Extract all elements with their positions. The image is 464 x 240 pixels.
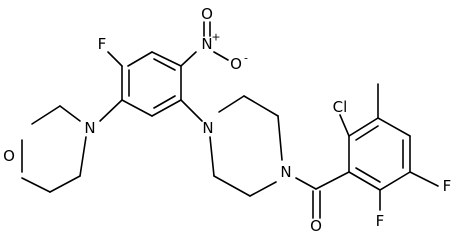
atom-nitrogen-piperazine-right: N [280, 163, 291, 181]
carbonyl-aryl-bond [315, 171, 350, 190]
pip-bond-2 [243, 95, 279, 117]
c-nnitro-bond [180, 51, 197, 67]
pip-bond-3 [277, 115, 283, 161]
ring2-bond-6-inner [355, 167, 381, 183]
morph-bond-4 [21, 177, 51, 193]
c-cl-bond [339, 114, 350, 137]
ring1-bond-2 [151, 51, 182, 67]
atom-fluorine-right: F [443, 177, 452, 195]
ring2-bond-2-inner [355, 125, 379, 141]
atom-labels: F O N N + O O - N N O Cl F F [3, 5, 451, 235]
ring1-bond-4 [151, 99, 182, 117]
c-f-bond [107, 51, 123, 67]
atom-nitrogen-morpholine: N [84, 119, 95, 137]
pip-bond-1 [218, 95, 245, 113]
nitro-n-o-right-bond [213, 51, 229, 61]
ring2-bond-5 [379, 171, 411, 191]
morph-bond-1 [59, 105, 81, 122]
atom-oxygen-carbonyl: O [310, 217, 322, 235]
pip-bond-4 [249, 181, 277, 197]
atom-fluorine-top: F [98, 35, 107, 53]
atom-nitrogen-nitro: N [201, 35, 212, 53]
ring1-bond-2-inner [153, 58, 176, 71]
morph-bond-6 [79, 136, 87, 177]
ring2-bond-6 [348, 171, 381, 191]
nitro-minus-charge: - [244, 52, 248, 65]
bonds [21, 21, 439, 219]
pip-bond-6 [209, 136, 215, 177]
atom-nitrogen-piperazine-left: N [202, 119, 213, 137]
atom-oxygen-morpholine: O [3, 147, 15, 165]
ring2-bond-3 [377, 117, 411, 137]
c-f-right-bond [409, 171, 439, 187]
ring2-bond-2 [348, 117, 379, 137]
atom-fluorine-bottom: F [376, 212, 385, 230]
atom-chlorine: Cl [333, 98, 348, 116]
ring1-bond-4-inner [153, 95, 176, 109]
ring1-bond-5 [121, 99, 153, 117]
morph-bond-5 [49, 175, 81, 193]
pip-bond-5 [213, 175, 251, 197]
morph-bond-2 [31, 105, 61, 125]
c-npip-bond [180, 99, 203, 122]
nitro-plus-charge: + [211, 31, 220, 44]
atom-oxygen-nitro-right: O [230, 55, 242, 73]
c-nmorph-bond [99, 99, 123, 122]
ring1-bond-1 [127, 51, 153, 67]
n-carbonyl-bond [295, 177, 317, 190]
atom-oxygen-nitro-top: O [201, 5, 213, 23]
